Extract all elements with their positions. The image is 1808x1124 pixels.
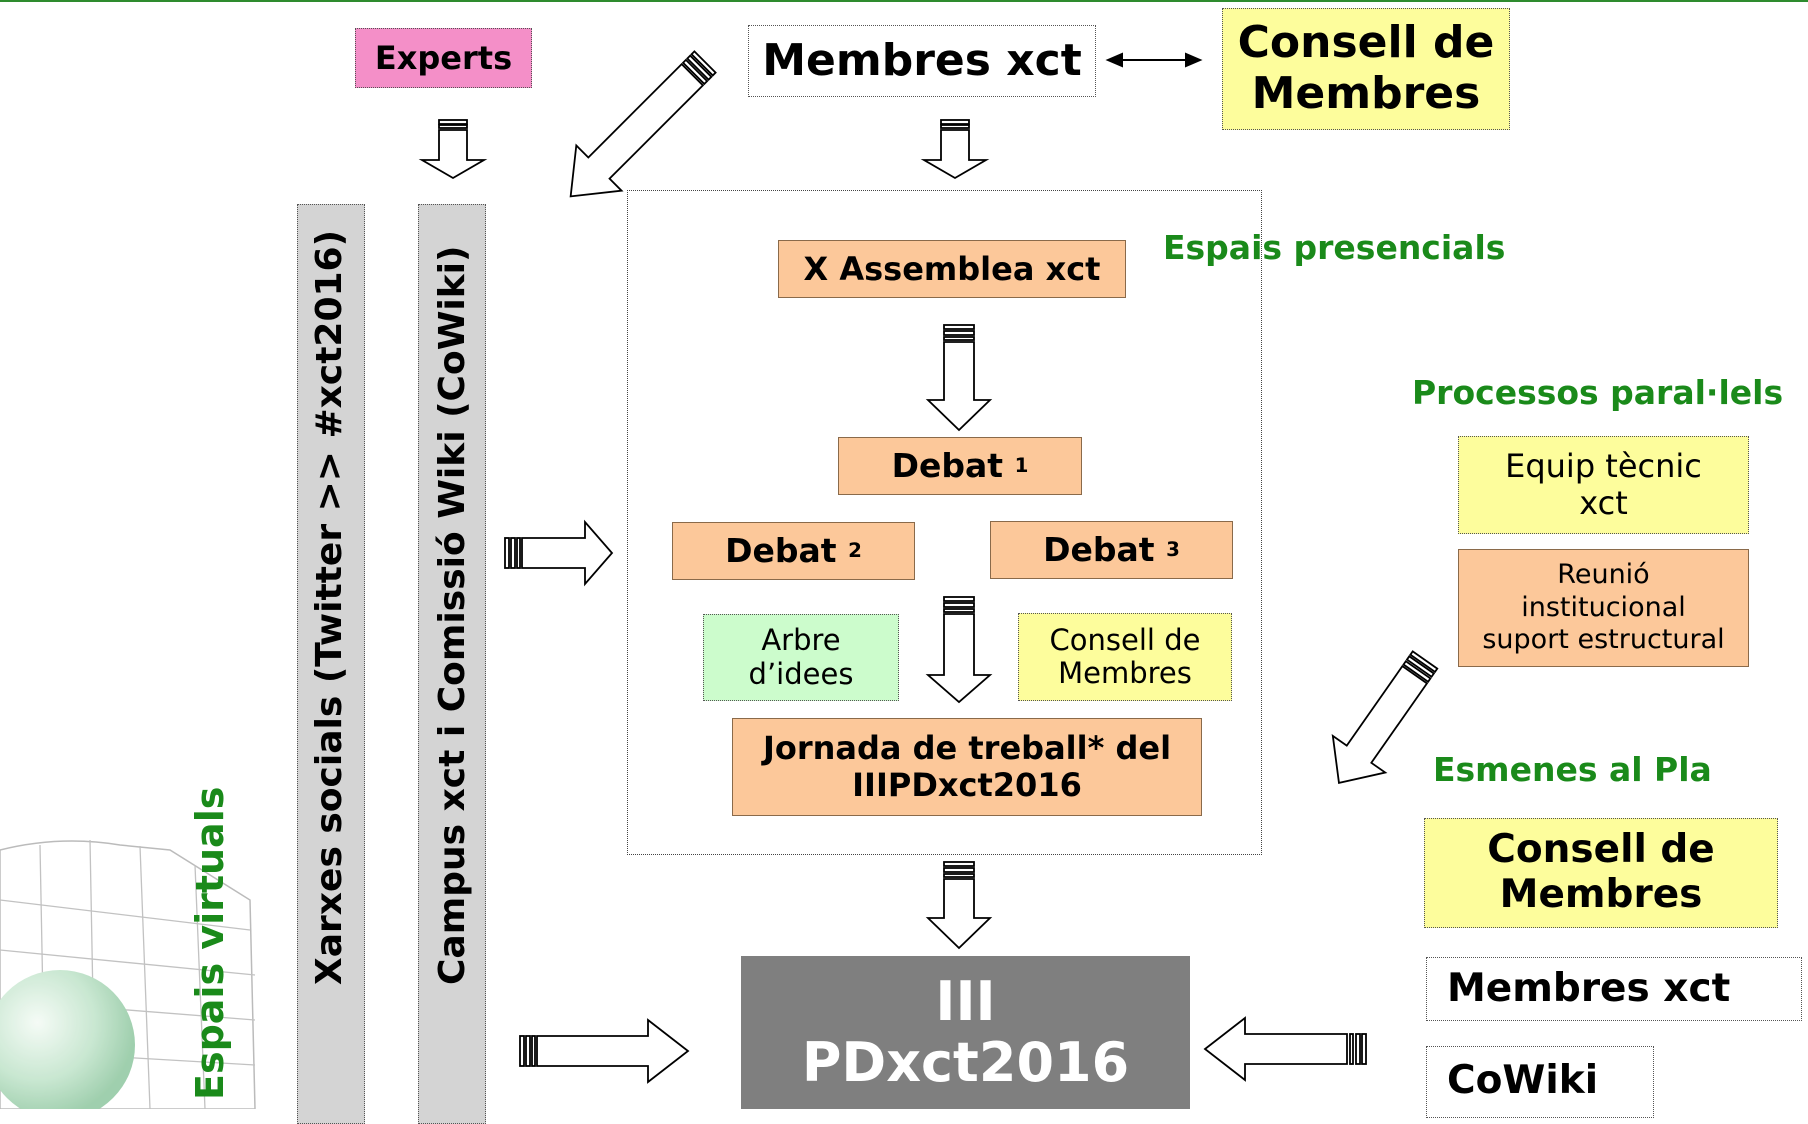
top-rule xyxy=(0,0,1808,2)
assemblea-box: X Assemblea xct xyxy=(778,240,1126,298)
block-arrow-right-icon xyxy=(519,1018,690,1084)
campus-wiki-column xyxy=(418,204,486,1124)
block-arrow-down-icon xyxy=(925,596,993,704)
esmenes-pla-label: Esmenes al Pla xyxy=(1433,750,1712,789)
consell-membres-right-box: Consell de Membres xyxy=(1424,818,1778,928)
block-arrow-diagonal-icon xyxy=(1331,650,1439,784)
debat-1-subscript: 1 xyxy=(1014,453,1029,477)
espais-presencials-container xyxy=(627,190,1262,855)
debat-2-box: Debat 2 xyxy=(672,522,915,580)
debat-3-subscript: 3 xyxy=(1166,537,1180,561)
block-arrow-down-icon xyxy=(418,119,488,180)
campus-wiki-label: Campus xct i Comissió Wiki (CoWiki) xyxy=(432,245,473,985)
processos-paralels-label: Processos paral·lels xyxy=(1412,373,1784,412)
membres-xct-top-box: Membres xct xyxy=(748,25,1096,97)
espais-presencials-label: Espais presencials xyxy=(1163,228,1506,267)
membres-xct-right-box: Membres xct xyxy=(1426,957,1802,1021)
jornada-treball-box: Jornada de treball* del IIIPDxct2016 xyxy=(732,718,1202,816)
iii-pdxct2016-box: III PDxct2016 xyxy=(741,956,1190,1109)
debat-1-text: Debat xyxy=(891,446,1004,486)
debat-3-text: Debat xyxy=(1043,530,1155,570)
espais-virtuals-label: Espais virtuals xyxy=(188,786,232,1100)
block-arrow-down-icon xyxy=(925,861,993,950)
consell-membres-top-box: Consell de Membres xyxy=(1222,8,1510,130)
block-arrow-down-icon xyxy=(920,119,990,180)
xarxes-socials-label: Xarxes socials (Twitter >> #xct2016) xyxy=(309,229,350,985)
arbre-idees-box: Arbre d’idees xyxy=(703,614,899,701)
debat-1-box: Debat 1 xyxy=(838,437,1082,495)
consell-membres-mid-box: Consell de Membres xyxy=(1018,613,1232,701)
experts-box: Experts xyxy=(355,28,532,88)
debat-2-text: Debat xyxy=(725,531,837,571)
grid-sphere-logo xyxy=(0,839,256,1109)
reunio-institucional-box: Reunió institucional suport estructural xyxy=(1458,549,1749,667)
block-arrow-down-icon xyxy=(925,324,993,432)
xarxes-socials-column xyxy=(297,204,365,1124)
debat-2-subscript: 2 xyxy=(848,538,862,562)
block-arrow-left-icon xyxy=(1203,1016,1367,1082)
block-arrow-diagonal-icon xyxy=(569,50,717,198)
block-arrow-right-icon xyxy=(504,519,614,587)
debat-3-box: Debat 3 xyxy=(990,521,1233,579)
double-headed-arrow-icon xyxy=(1105,52,1203,68)
cowiki-box: CoWiki xyxy=(1426,1046,1654,1118)
equip-tecnic-box: Equip tècnic xct xyxy=(1458,436,1749,534)
